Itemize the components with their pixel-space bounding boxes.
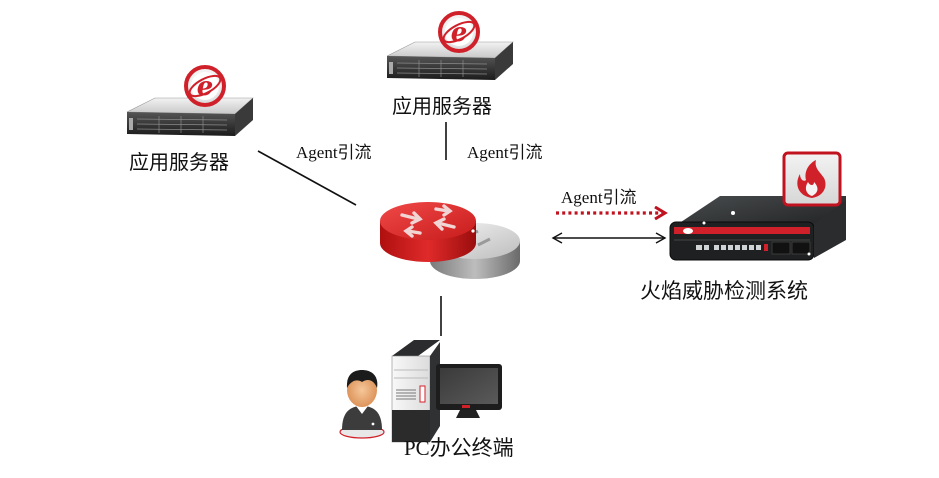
detection-system-label: 火焰威胁检测系统 — [640, 279, 808, 303]
router-icon — [380, 202, 520, 279]
security-appliance-icon — [669, 151, 846, 261]
pc-terminal-node[interactable] — [336, 338, 506, 444]
server-top-label: 应用服务器 — [392, 94, 492, 118]
server-top-node[interactable]: e — [385, 10, 515, 86]
edge-label-top: Agent引流 — [467, 143, 543, 162]
user-avatar-icon — [339, 370, 385, 439]
ie-browser-icon: e — [438, 11, 480, 53]
edge-label-detection: Agent引流 — [561, 188, 637, 207]
pc-tower-icon — [391, 340, 440, 443]
monitor-icon — [436, 364, 502, 418]
rack-server-icon: e — [386, 11, 514, 80]
rack-server-icon: e — [126, 65, 254, 136]
server-left-label: 应用服务器 — [129, 150, 229, 174]
flame-icon — [782, 151, 842, 207]
pc-terminal-label: PC办公终端 — [404, 436, 514, 460]
pc-workstation-icon — [339, 340, 502, 443]
ie-browser-icon: e — [184, 65, 226, 107]
edge-label-left: Agent引流 — [296, 143, 372, 162]
server-left-node[interactable]: e — [125, 65, 255, 142]
detection-system-node[interactable] — [668, 150, 853, 262]
router-node[interactable] — [378, 193, 524, 281]
edge-left-server-to-router — [257, 150, 357, 206]
